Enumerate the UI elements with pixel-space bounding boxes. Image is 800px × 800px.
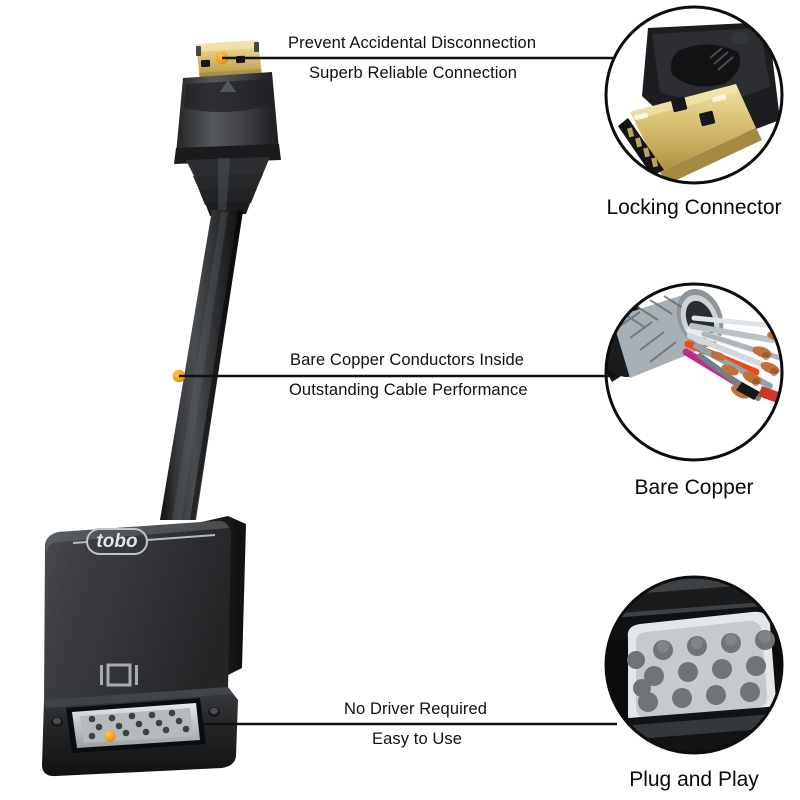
caption-locking-connector: Locking Connector <box>606 196 782 219</box>
detail-circle-plug-and-play <box>604 575 784 755</box>
caption-plug-and-play: Plug and Play <box>629 768 759 791</box>
monitor-icon <box>100 663 138 687</box>
cable-illustration <box>160 210 243 520</box>
callout-bare-copper-line2: Outstanding Cable Performance <box>289 381 528 399</box>
displayport-plug-illustration <box>174 40 281 216</box>
brand-logo: tobo <box>72 528 216 555</box>
vga-port <box>51 698 220 753</box>
callout-plug-and-play-line2: Easy to Use <box>372 730 463 748</box>
adapter-body-illustration: tobo <box>42 516 246 777</box>
callout-plug-and-play-line1: No Driver Required <box>344 700 488 718</box>
callout-bare-copper-line1: Bare Copper Conductors Inside <box>290 351 525 369</box>
callout-leader-lines <box>179 56 617 726</box>
brand-logo-text: tobo <box>96 531 137 552</box>
caption-bare-copper: Bare Copper <box>634 476 754 499</box>
anchor-dot-vga <box>104 730 116 742</box>
detail-circle-bare-copper <box>604 282 784 462</box>
detail-circle-locking-connector <box>604 5 784 185</box>
strain-relief <box>186 157 270 216</box>
callout-locking-connector-line2: Superb Reliable Connection <box>309 64 518 82</box>
callout-locking-connector-line1: Prevent Accidental Disconnection <box>288 34 537 52</box>
